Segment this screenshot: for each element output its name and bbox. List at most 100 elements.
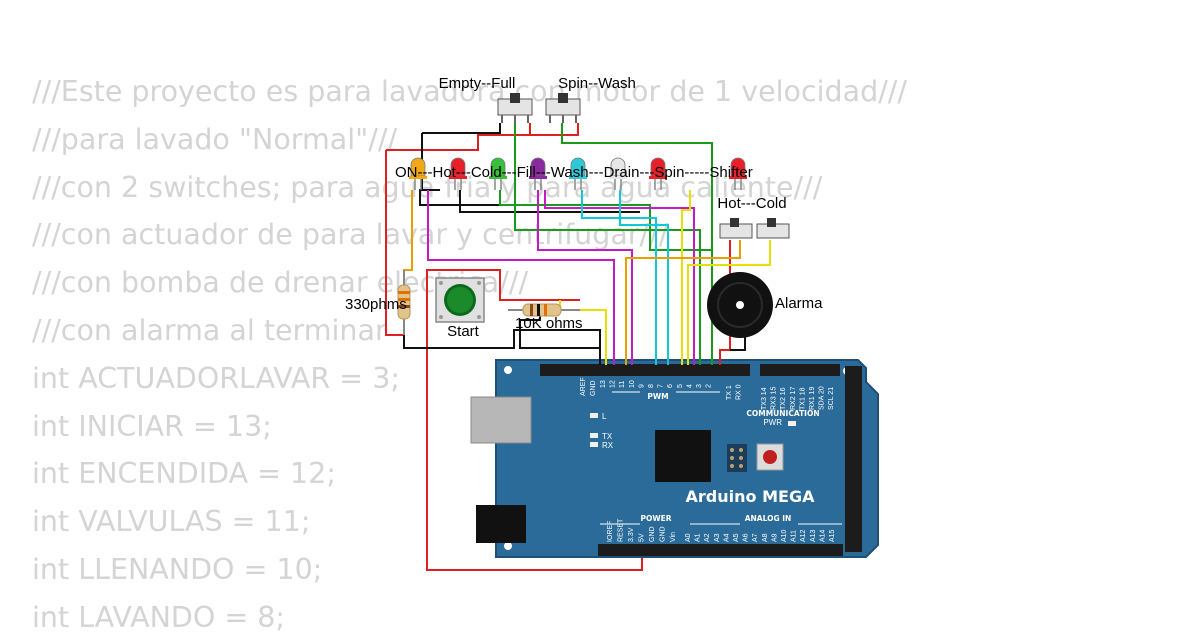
code-line: ///con actuador de para lavar y centrifu… (32, 218, 669, 252)
led-pwr (788, 421, 796, 426)
pin-label: RX 0 (736, 384, 743, 400)
buzzer-label: Alarma (775, 295, 823, 312)
mounting-hole (504, 366, 512, 374)
pin-label: 5V (639, 533, 646, 542)
wire-green (561, 123, 713, 365)
wire-green (499, 190, 712, 251)
pin-label: A5 (733, 533, 740, 542)
resistor-10k-label: 10K ohms (515, 315, 583, 332)
pin-label: A11 (791, 530, 798, 542)
led (729, 157, 747, 190)
wire-cyan (619, 190, 669, 365)
pin-label: SCL 21 (828, 387, 835, 410)
pin-label: A0 (685, 533, 692, 542)
pin-label: 13 (600, 380, 607, 388)
switch-spin-wash[interactable] (545, 93, 581, 123)
resistor-10k (508, 303, 580, 317)
wire-red (478, 123, 579, 136)
wires (385, 123, 771, 571)
usb-port (470, 396, 532, 444)
code-line: ///para lavado "Normal"/// (32, 122, 398, 156)
pin-label: GND (649, 526, 656, 542)
power-header (598, 544, 688, 556)
wire-black (421, 133, 440, 191)
board-name: Arduino MEGA (686, 487, 816, 506)
mounting-hole (504, 542, 512, 550)
pin-label: A1 (695, 533, 702, 542)
pin-label: A7 (752, 533, 759, 542)
digital-header (540, 364, 750, 376)
pin-label: SDA 20 (819, 386, 826, 410)
wire-black (422, 123, 501, 134)
led-rx-label: RX (602, 441, 614, 450)
led-l-label: L (602, 412, 607, 421)
pin-label: 10 (629, 380, 636, 388)
pin-label: 5 (677, 384, 684, 388)
microcontroller-chip (655, 430, 711, 482)
pin-label: A2 (704, 533, 711, 542)
led-strip-label: ON---Hot---Cold---Fill---Wash---Drain---… (395, 164, 753, 181)
led (569, 157, 587, 190)
communication-label: COMMUNICATION (746, 409, 819, 418)
pin-label: TX 1 (726, 385, 733, 400)
pin-label: 12 (610, 380, 617, 388)
code-listing: ///Este proyecto es para lavadora con mo… (32, 68, 907, 642)
buzzer (707, 272, 773, 338)
wire-yellow (687, 240, 771, 365)
wire-red (386, 123, 531, 151)
gnd-label: GND (590, 380, 597, 396)
pin-label: 3.3V (628, 527, 635, 542)
code-line: ///con alarma al terminar (32, 313, 387, 347)
pin-label: TX1 18 (799, 387, 806, 410)
switch-hot[interactable] (719, 218, 753, 239)
led (449, 157, 467, 190)
led-tx-label: TX (602, 432, 613, 441)
power-jack (476, 505, 526, 543)
switch-spin-wash-label: Spin--Wash (558, 75, 636, 92)
switch-cold[interactable] (756, 218, 790, 239)
pin-label: A8 (762, 533, 769, 542)
led-l (590, 413, 598, 418)
switch-empty-full[interactable] (497, 93, 533, 123)
code-line: int VALVULAS = 11; (32, 505, 311, 539)
switch-empty-full-label: Empty--Full (439, 75, 516, 92)
pin-label: 8 (648, 384, 655, 388)
switch-hot-cold-label: Hot---Cold (717, 195, 786, 212)
analog-in-label: ANALOG IN (745, 514, 792, 523)
comm-header (760, 364, 840, 376)
pin-label: 6 (667, 384, 674, 388)
code-line: ///Este proyecto es para lavadora con mo… (32, 75, 907, 108)
code-line: int ENCENDIDA = 12; (32, 457, 336, 491)
wire-red (426, 269, 643, 571)
pin-label: RESET (618, 518, 625, 542)
pin-label: TX2 16 (780, 387, 787, 410)
reset-button-cap[interactable] (763, 450, 777, 464)
pin-label: RX1 19 (809, 387, 816, 410)
double-header (845, 366, 862, 552)
pin-label: A3 (714, 533, 721, 542)
wire-green (514, 123, 701, 365)
wire-black (459, 190, 640, 213)
led-row (409, 157, 747, 190)
resistor-330 (397, 270, 411, 335)
pin-label: 7 (658, 384, 665, 388)
led (529, 157, 547, 190)
wire-yellow (559, 300, 607, 365)
pin-label: 2 (706, 384, 713, 388)
start-button[interactable] (435, 277, 485, 323)
pwm-label: PWM (647, 392, 668, 401)
led-tx (590, 433, 598, 438)
code-line: int LLENANDO = 10; (32, 552, 323, 586)
pin-label: RX3 15 (771, 387, 778, 410)
start-button-label: Start (447, 323, 480, 340)
aref-label: AREF (580, 377, 587, 396)
wire-red (385, 150, 404, 336)
led (609, 157, 627, 190)
arduino-mega-board[interactable]: L TX RX PWR Arduino MEGA PWM COMMUNICATI… (470, 359, 879, 558)
led (489, 157, 507, 190)
resistor-330-label: 330phms (345, 296, 407, 313)
led-rx (590, 442, 598, 447)
pin-label: GND (660, 526, 667, 542)
pin-label: 3 (696, 384, 703, 388)
